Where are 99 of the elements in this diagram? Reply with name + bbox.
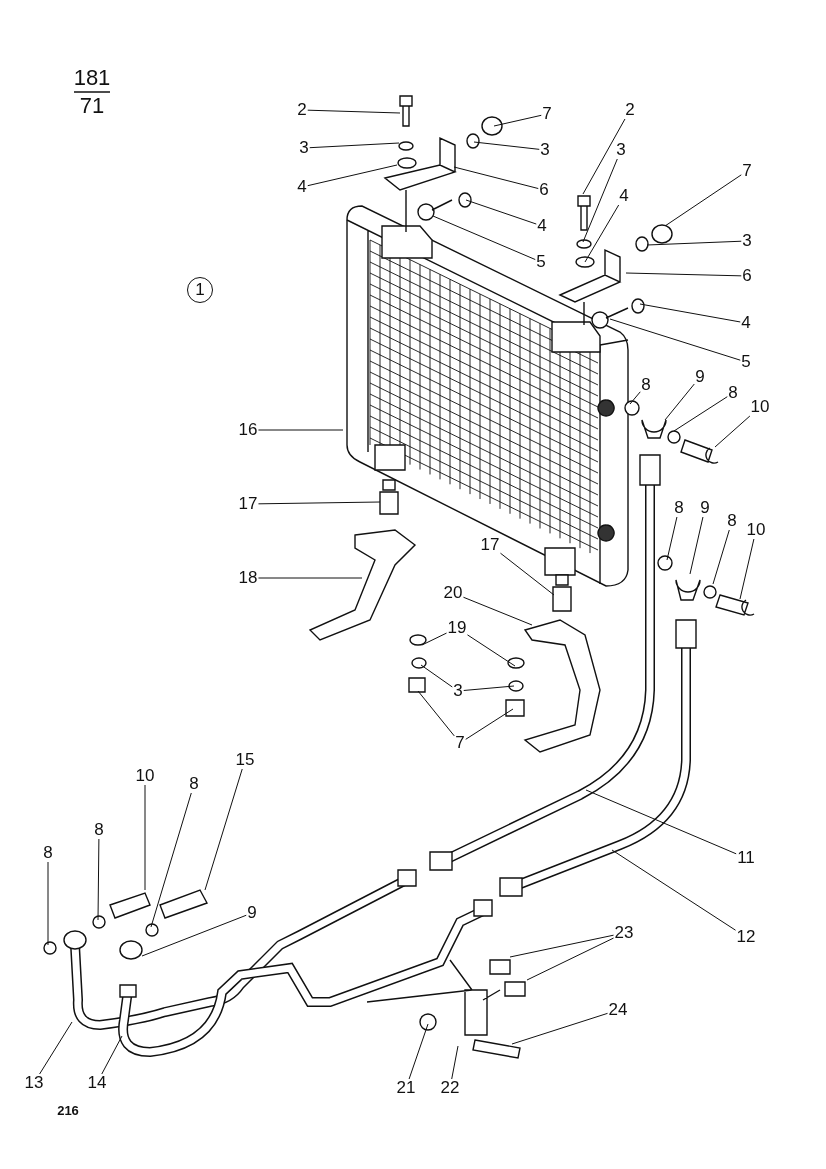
callout-number: 24	[607, 1001, 629, 1019]
leader-line	[609, 318, 741, 361]
callout-number: 2	[624, 101, 636, 119]
leader-line	[204, 768, 243, 891]
leader-line	[462, 596, 533, 626]
callout-number: 8	[42, 844, 54, 862]
callout-number: 18	[237, 569, 259, 587]
leader-line	[453, 166, 539, 190]
callout-number: 15	[234, 751, 256, 769]
leader-line	[465, 708, 514, 740]
callout-number: 9	[699, 499, 711, 517]
figure-reference-number: 181	[73, 67, 111, 89]
leader-line	[39, 1021, 73, 1075]
callout-number: 9	[246, 904, 258, 922]
leader-line	[144, 784, 146, 891]
leader-line	[509, 934, 615, 958]
leader-line	[673, 396, 728, 432]
callout-number: 8	[727, 384, 739, 402]
callout-number: 7	[741, 162, 753, 180]
leader-line	[582, 158, 618, 243]
callout-number: 6	[538, 181, 550, 199]
leader-line	[582, 118, 626, 195]
callout-number: 23	[613, 924, 635, 942]
leader-line	[97, 838, 100, 921]
callout-number: 3	[741, 232, 753, 250]
callout-number: 12	[735, 928, 757, 946]
callout-number: 13	[23, 1074, 45, 1092]
leader-line	[417, 690, 455, 737]
callout-number: 21	[395, 1079, 417, 1097]
leader-line	[712, 529, 730, 585]
callout-number: 7	[454, 734, 466, 752]
leader-line	[629, 391, 641, 405]
callout-number: 16	[237, 421, 259, 439]
leader-line	[432, 215, 536, 261]
callout-number: 4	[296, 178, 308, 196]
leader-line	[585, 789, 737, 855]
callout-number: 10	[745, 521, 767, 539]
leader-line	[257, 577, 363, 579]
callout-number: 3	[539, 141, 551, 159]
leader-line	[646, 240, 742, 246]
callout-number: 8	[673, 499, 685, 517]
leader-line	[307, 109, 401, 114]
callout-number: 7	[541, 105, 553, 123]
leader-line	[47, 861, 49, 946]
callout-number: 4	[740, 314, 752, 332]
callout-number: 4	[536, 217, 548, 235]
callout-number: 3	[615, 141, 627, 159]
leader-line	[141, 914, 247, 957]
leader-line	[473, 141, 540, 150]
callout-number: 8	[726, 512, 738, 530]
callout-number: 17	[479, 536, 501, 554]
leader-line	[664, 383, 695, 421]
callout-number: 10	[134, 767, 156, 785]
callout-number: 22	[439, 1079, 461, 1097]
leader-line	[526, 937, 615, 981]
callout-number: 10	[749, 398, 771, 416]
leader-line	[421, 632, 448, 646]
callout-number: 17	[237, 495, 259, 513]
leader-line	[307, 164, 398, 187]
callout-number: 14	[86, 1074, 108, 1092]
callout-number: 2	[296, 101, 308, 119]
callout-number: 5	[740, 353, 752, 371]
leader-line	[666, 516, 678, 561]
leader-line	[420, 664, 453, 688]
leader-line	[309, 142, 400, 149]
callout-number: 3	[298, 139, 310, 157]
callout-number: 8	[93, 821, 105, 839]
leader-line	[257, 501, 381, 505]
callout-number: 3	[452, 682, 464, 700]
leader-line	[611, 849, 737, 931]
callout-number: 4	[618, 187, 630, 205]
callout-number: 8	[640, 376, 652, 394]
callout-number: 19	[446, 619, 468, 637]
leader-line	[639, 303, 741, 323]
callout-number: 6	[741, 267, 753, 285]
leader-line	[499, 552, 555, 596]
leader-line	[664, 174, 742, 227]
leader-line	[714, 415, 751, 448]
leader-line	[493, 114, 542, 127]
leader-line	[511, 1012, 609, 1045]
leader-line	[584, 204, 620, 263]
callout-number: 11	[736, 849, 756, 867]
leader-line	[463, 685, 515, 691]
callout-number: 5	[535, 253, 547, 271]
leader-line	[689, 516, 704, 575]
leader-line	[451, 1045, 459, 1080]
leader-line	[101, 1035, 123, 1075]
leader-line	[408, 1023, 429, 1080]
page-number: 216	[57, 1103, 79, 1117]
leader-line	[465, 199, 537, 225]
leader-line	[150, 792, 192, 928]
figure-reference-number: 71	[79, 95, 105, 117]
leader-line	[739, 538, 755, 600]
callout-number: 9	[694, 368, 706, 386]
leader-line	[466, 634, 516, 667]
leader-line	[257, 429, 344, 431]
leader-line	[625, 272, 742, 277]
callout-number: 8	[188, 775, 200, 793]
callout-number: 20	[442, 584, 464, 602]
